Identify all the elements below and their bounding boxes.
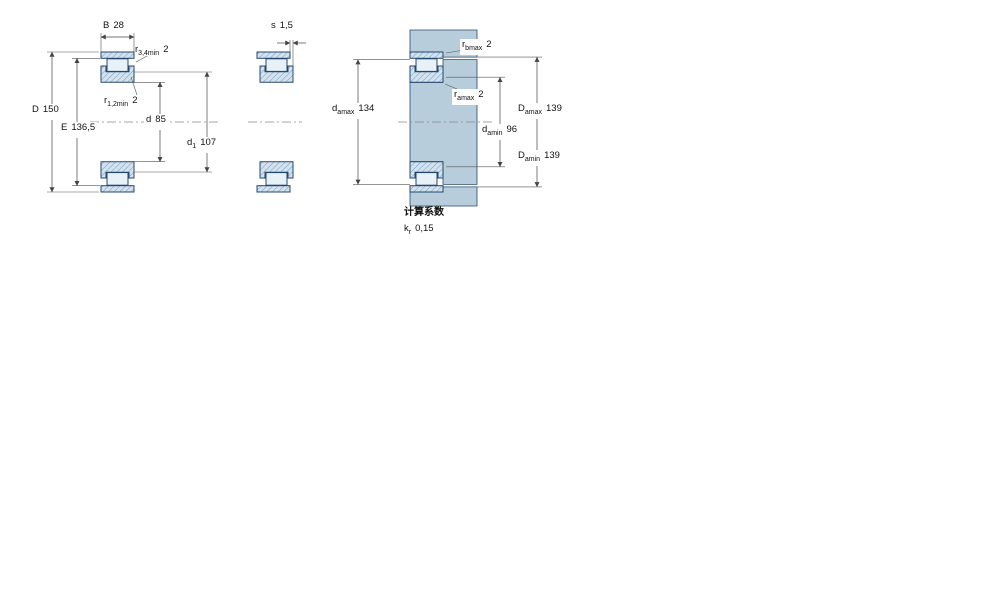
- roller-top: [265, 58, 288, 72]
- outer-ring-top: [256, 51, 291, 59]
- inner-ring-top: [259, 65, 294, 83]
- inner-ring-bottom: [409, 161, 444, 179]
- abutment-dimensions-figure: [353, 29, 542, 207]
- axial-displacement-figure: [248, 40, 306, 193]
- roller-bottom: [415, 172, 438, 186]
- outer-ring-bottom: [100, 185, 135, 193]
- inner-ring-bottom: [100, 161, 135, 179]
- inner-ring-bottom: [259, 161, 294, 179]
- inner-ring-top: [409, 65, 444, 83]
- bearing-cross-section-figure: [47, 33, 218, 193]
- leader-r34: [135, 55, 148, 63]
- outer-ring-bottom: [409, 185, 444, 193]
- leader-r12: [130, 76, 138, 96]
- inner-ring-top: [100, 65, 135, 83]
- outer-ring-top: [409, 51, 444, 59]
- roller-bottom: [265, 172, 288, 186]
- outer-ring-top: [100, 51, 135, 59]
- calculation-factors-title: 计算系数: [404, 207, 444, 218]
- roller-top: [415, 58, 438, 72]
- roller-bottom: [106, 172, 129, 186]
- roller-top: [106, 58, 129, 72]
- leader-ra: [444, 83, 458, 90]
- outer-ring-bottom: [256, 185, 291, 193]
